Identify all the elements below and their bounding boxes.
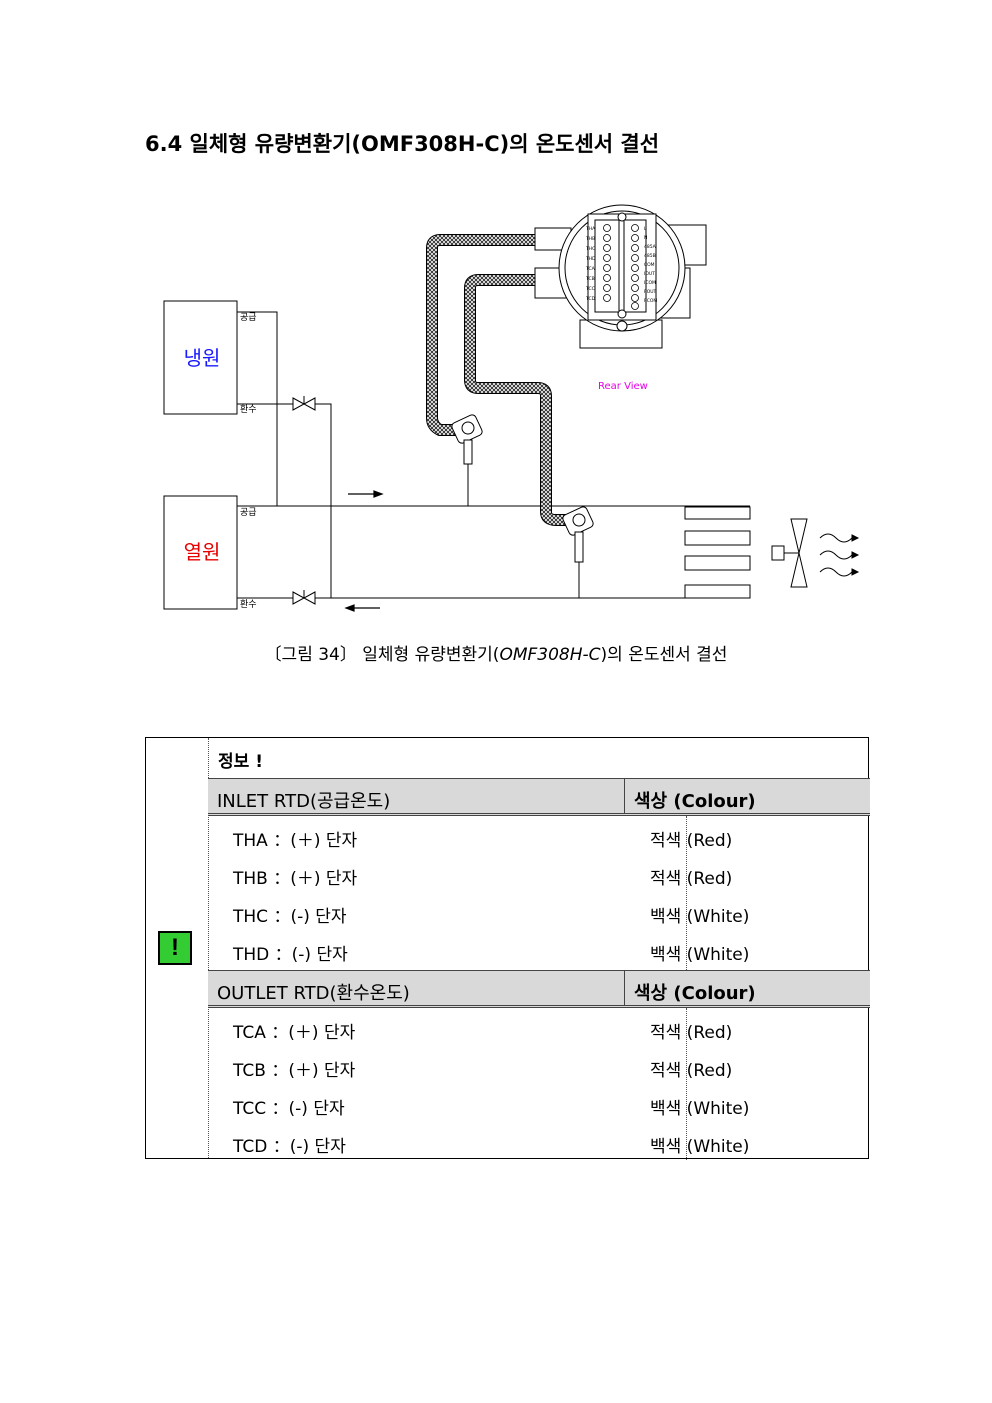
piping bbox=[237, 311, 750, 599]
heat-return-label: 환수 bbox=[240, 598, 257, 610]
caption-suffix: )의 온도센서 결선 bbox=[600, 645, 728, 665]
table-row: TCB ：(＋) 단자 적색 (Red) bbox=[208, 1048, 870, 1086]
colour-cell: 적색 (Red) bbox=[650, 1061, 733, 1081]
colour-cell: 백색 (White) bbox=[650, 945, 750, 965]
colour-cell: 백색 (White) bbox=[650, 1137, 750, 1157]
wiring-diagram: 냉원 공급 환수 열원 공급 환수 bbox=[163, 204, 860, 612]
svg-text:TCB: TCB bbox=[585, 276, 595, 282]
cold-return-label: 환수 bbox=[240, 403, 257, 415]
heat-source-label: 열원 bbox=[184, 540, 221, 564]
colour-header: 색상 (Colour) bbox=[634, 983, 756, 1004]
outlet-header: OUTLET RTD(환수온도) bbox=[217, 983, 410, 1004]
terminal-cell: THB ：(＋) 단자 bbox=[233, 869, 358, 889]
caption-model: OMF308H-C bbox=[499, 645, 601, 665]
info-box: ! 정보 ! INLET RTD(공급온도) 색상 (Colour) THA ：… bbox=[145, 737, 870, 1160]
rear-view-label: Rear View bbox=[598, 381, 648, 392]
table-row: THC ：(-) 단자 백색 (White) bbox=[208, 894, 870, 932]
outlet-header-row: OUTLET RTD(환수온도) 색상 (Colour) bbox=[208, 970, 870, 1008]
divider bbox=[686, 816, 687, 970]
svg-text:THB: THB bbox=[585, 236, 595, 242]
cold-source-box bbox=[163, 300, 238, 415]
flow-arrow-icon bbox=[348, 490, 384, 498]
terminal-cell: THC ：(-) 단자 bbox=[233, 907, 347, 927]
page-heading: 6.4 일체형 유량변환기(OMF308H-C)의 온도센서 결선 bbox=[145, 132, 660, 156]
colour-cell: 적색 (Red) bbox=[650, 1023, 733, 1043]
svg-text:ICOM: ICOM bbox=[644, 280, 656, 286]
rtd-table: INLET RTD(공급온도) 색상 (Colour) THA ：(＋) 단자 … bbox=[208, 778, 870, 1160]
terminal-screws bbox=[603, 224, 639, 310]
svg-text:485A: 485A bbox=[644, 244, 657, 250]
terminal-cell: THA ：(＋) 단자 bbox=[233, 831, 358, 851]
inlet-header-row: INLET RTD(공급온도) 색상 (Colour) bbox=[208, 778, 870, 816]
colour-cell: 적색 (Red) bbox=[650, 831, 733, 851]
heat-supply-label: 공급 bbox=[240, 507, 257, 518]
table-row: TCC ：(-) 단자 백색 (White) bbox=[208, 1086, 870, 1124]
terminal-cell: TCB ：(＋) 단자 bbox=[233, 1061, 356, 1081]
table-row: THD ：(-) 단자 백색 (White) bbox=[208, 932, 870, 970]
outlet-sensor-icon bbox=[562, 506, 594, 598]
svg-text:TCA: TCA bbox=[585, 266, 596, 272]
terminal-cell: TCC ：(-) 단자 bbox=[233, 1099, 345, 1119]
valve-icon bbox=[292, 590, 316, 605]
svg-text:THC: THC bbox=[585, 246, 595, 252]
inlet-cable bbox=[426, 234, 535, 436]
coil-fins bbox=[684, 506, 751, 599]
svg-text:POUT: POUT bbox=[644, 289, 657, 295]
divider bbox=[208, 738, 209, 1158]
svg-text:THD: THD bbox=[585, 256, 596, 262]
figure-caption: 〔그림 34〕 일체형 유량변환기(OMF308H-C)의 온도센서 결선 bbox=[0, 640, 992, 665]
terminal-cell: THD ：(-) 단자 bbox=[233, 945, 348, 965]
exclamation-icon: ! bbox=[158, 931, 192, 965]
table-row: TCA ：(＋) 단자 적색 (Red) bbox=[208, 1010, 870, 1048]
svg-text:PCOM: PCOM bbox=[644, 298, 657, 304]
svg-text:485B: 485B bbox=[644, 253, 656, 259]
caption-prefix: 〔그림 34〕 일체형 유량변환기( bbox=[264, 645, 500, 665]
table-row: THB ：(＋) 단자 적색 (Red) bbox=[208, 856, 870, 894]
terminal-cell: TCD ：(-) 단자 bbox=[233, 1137, 346, 1157]
outlet-cable bbox=[464, 274, 570, 526]
converter-rear-view bbox=[534, 204, 707, 349]
flow-arrow-icon bbox=[344, 604, 380, 612]
cold-source-label: 냉원 bbox=[184, 346, 221, 370]
valve-icon bbox=[292, 396, 316, 411]
divider bbox=[686, 1008, 687, 1160]
terminal-labels: THA THB THC THD TCA TCB TCC TCD L N 485A… bbox=[585, 226, 657, 304]
colour-cell: 백색 (White) bbox=[650, 1099, 750, 1119]
table-row: TCD ：(-) 단자 백색 (White) bbox=[208, 1124, 870, 1162]
terminal-cell: TCA ：(＋) 단자 bbox=[233, 1023, 356, 1043]
colour-cell: 적색 (Red) bbox=[650, 869, 733, 889]
svg-text:IOUT: IOUT bbox=[644, 271, 655, 277]
cold-supply-label: 공급 bbox=[240, 312, 257, 323]
svg-text:TCD: TCD bbox=[585, 296, 596, 302]
airflow-icon bbox=[819, 533, 860, 577]
heat-source-box bbox=[163, 495, 238, 610]
svg-text:COM: COM bbox=[644, 262, 655, 268]
svg-text:TCC: TCC bbox=[585, 286, 595, 292]
colour-cell: 백색 (White) bbox=[650, 907, 750, 927]
table-row: THA ：(＋) 단자 적색 (Red) bbox=[208, 818, 870, 856]
inlet-header: INLET RTD(공급온도) bbox=[217, 791, 391, 812]
colour-header: 색상 (Colour) bbox=[634, 791, 756, 812]
inlet-sensor-icon bbox=[451, 414, 483, 506]
info-title: 정보 ! bbox=[218, 752, 263, 772]
svg-text:N: N bbox=[644, 235, 647, 241]
fan-icon bbox=[771, 518, 808, 588]
svg-text:L: L bbox=[644, 226, 647, 232]
svg-text:THA: THA bbox=[585, 226, 596, 232]
